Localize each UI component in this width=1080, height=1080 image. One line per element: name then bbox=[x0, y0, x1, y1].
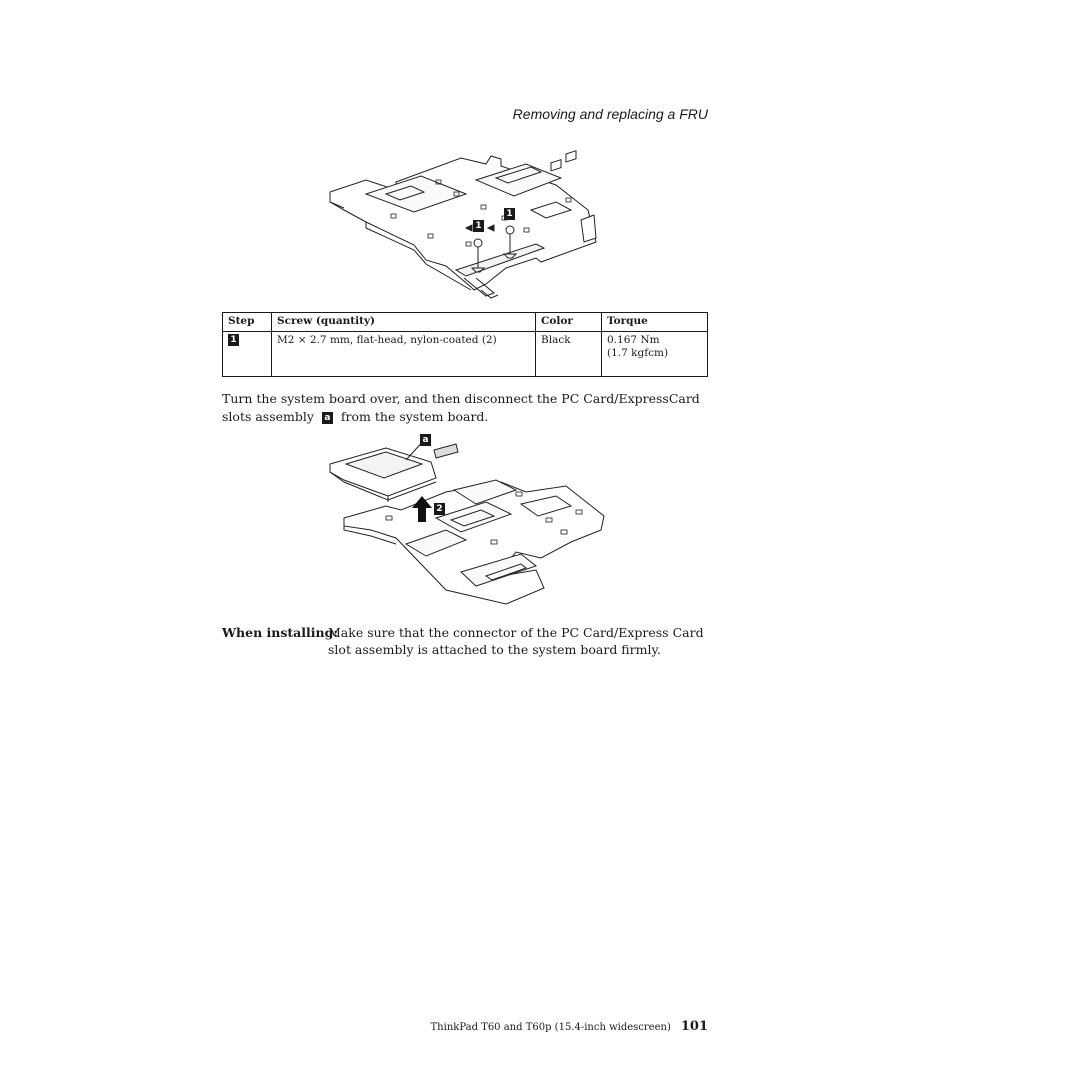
table-header-row: Step Screw (quantity) Color Torque bbox=[222, 312, 708, 332]
screw-spec-table: Step Screw (quantity) Color Torque 1 M2 … bbox=[222, 312, 708, 377]
card-slot-removal-illustration: a 2 bbox=[326, 430, 616, 610]
when-installing-label: When installing: bbox=[222, 625, 338, 640]
header-screw: Screw (quantity) bbox=[271, 312, 536, 332]
instruction-text-1: Turn the system board over, and then dis… bbox=[222, 391, 700, 424]
instruction-paragraph: Turn the system board over, and then dis… bbox=[222, 390, 712, 426]
torque-nm: 0.167 Nm bbox=[607, 334, 660, 346]
cell-torque: 0.167 Nm (1.7 kgfcm) bbox=[601, 331, 708, 377]
torque-kgfcm: (1.7 kgfcm) bbox=[607, 347, 669, 359]
cell-color: Black bbox=[535, 331, 602, 377]
instruction-text-2: from the system board. bbox=[340, 409, 489, 424]
cell-screw: M2 × 2.7 mm, flat-head, nylon-coated (2) bbox=[271, 331, 536, 377]
section-heading: Removing and replacing a FRU bbox=[512, 106, 708, 122]
header-color: Color bbox=[535, 312, 602, 332]
step-callout: 1 bbox=[228, 334, 239, 346]
cell-step: 1 bbox=[222, 331, 272, 377]
callout-2-figure: 2 bbox=[434, 503, 445, 515]
header-torque: Torque bbox=[601, 312, 708, 332]
footer-book-title: ThinkPad T60 and T60p (15.4-inch widescr… bbox=[430, 1022, 671, 1033]
page-number: 101 bbox=[680, 1019, 708, 1034]
callout-1-right: 1 bbox=[504, 208, 515, 220]
page-footer: ThinkPad T60 and T60p (15.4-inch widescr… bbox=[431, 1019, 708, 1034]
callout-a-figure: a bbox=[420, 434, 431, 446]
when-installing-text: Make sure that the connector of the PC C… bbox=[328, 625, 704, 657]
header-step: Step bbox=[222, 312, 272, 332]
callout-a-inline: a bbox=[321, 411, 333, 424]
system-board-screws-illustration: 1 1 bbox=[326, 150, 616, 305]
table-row: 1 M2 × 2.7 mm, flat-head, nylon-coated (… bbox=[222, 331, 708, 377]
callout-1-left: 1 bbox=[473, 220, 484, 232]
